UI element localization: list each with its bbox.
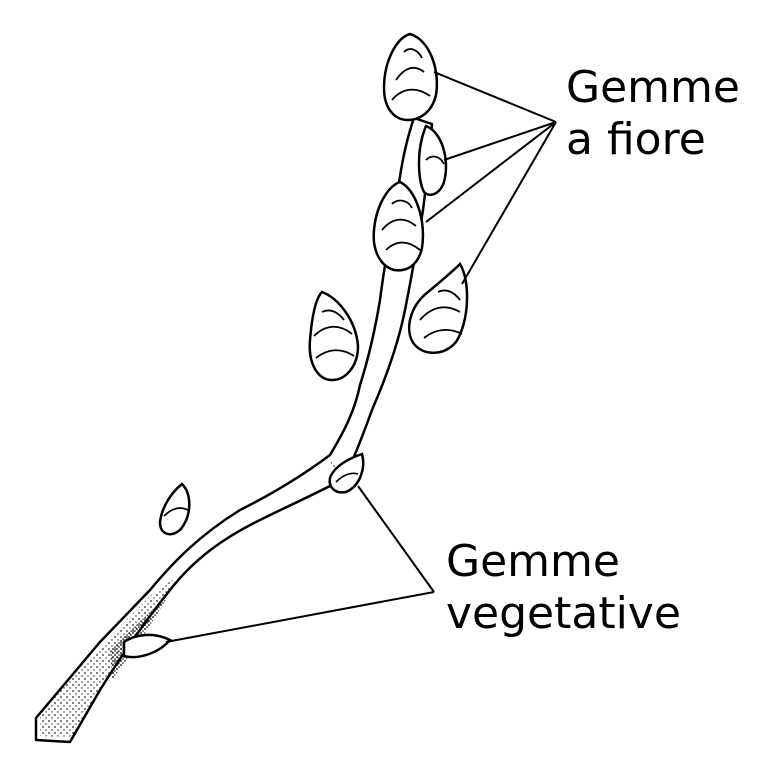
flower-bud-middle <box>372 180 425 272</box>
trunk-shading <box>40 578 175 738</box>
vegetative-buds-label-line1: Gemme <box>446 536 620 587</box>
flower-buds-label-line2: a fiore <box>566 114 706 165</box>
vegetative-bud-upper <box>328 452 365 494</box>
flower-bud-top <box>382 32 439 122</box>
vegetative-buds-label-line2: vegetative <box>446 588 681 639</box>
flower-bud-left <box>308 290 360 382</box>
flower-buds-label: Gemme a fiore <box>566 62 740 166</box>
flower-buds-label-line1: Gemme <box>566 62 740 113</box>
flower-bud-right <box>407 262 469 354</box>
flower-bud-leader-lines <box>425 71 557 285</box>
vegetative-bud-leader-lines <box>165 485 435 643</box>
vegetative-buds-label: Gemme vegetative <box>446 536 681 640</box>
flower-bud-upper-right <box>417 124 448 196</box>
vegetative-bud-lower <box>122 633 172 659</box>
vegetative-bud-left <box>158 482 191 536</box>
branch-stem <box>34 116 434 744</box>
